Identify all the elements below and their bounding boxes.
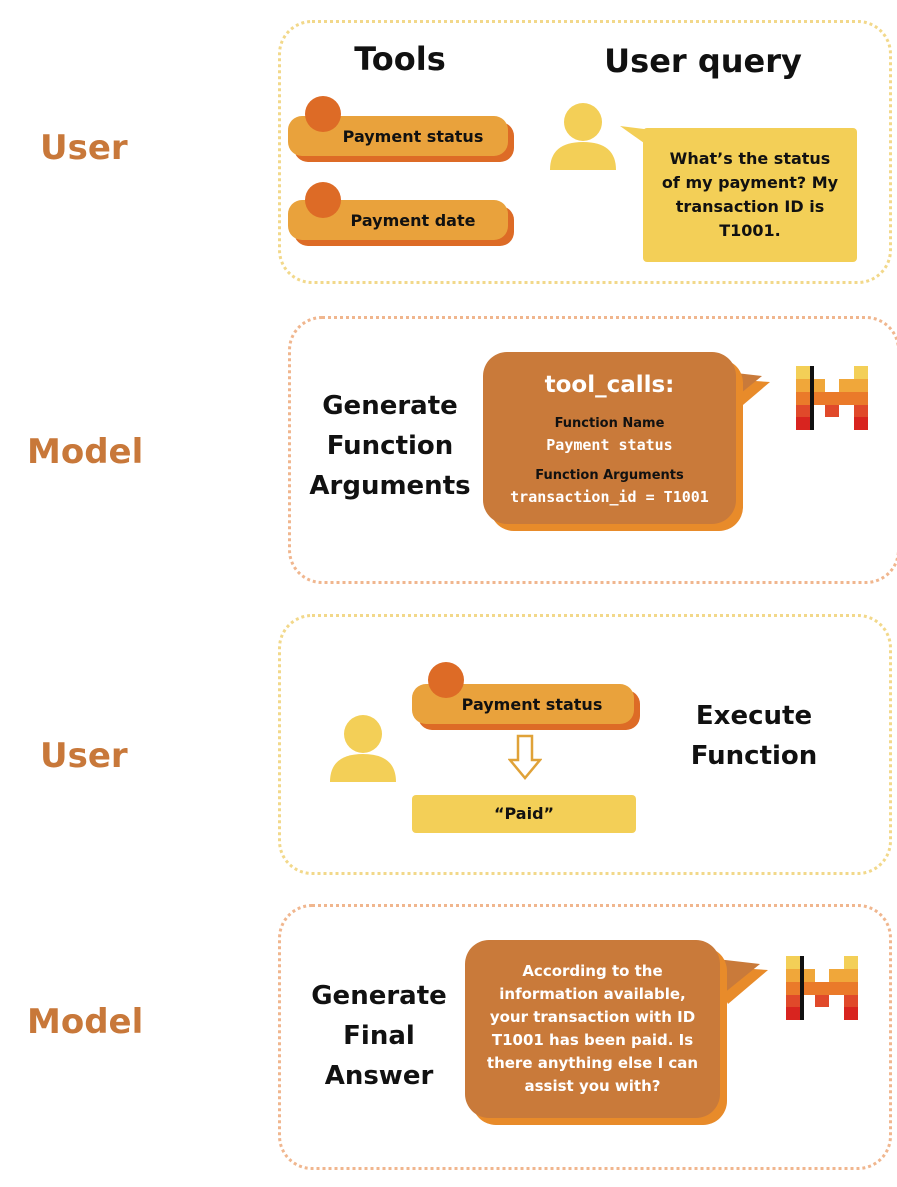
tool-label: Payment date <box>350 210 476 230</box>
speech-tail-icon <box>708 958 768 1004</box>
executed-tool-label: Payment status <box>461 694 603 714</box>
tool-calls-title: tool_calls: <box>544 372 675 398</box>
user-avatar-icon <box>330 715 396 782</box>
down-arrow-icon <box>508 734 542 780</box>
function-result: “Paid” <box>412 795 636 833</box>
mistral-logo-icon <box>786 956 858 1020</box>
tool-dot-icon <box>305 96 341 132</box>
panel-final-answer <box>278 904 892 1170</box>
tool-dot-icon <box>428 662 464 698</box>
role-label-user-1: User <box>40 128 128 168</box>
function-name-value: Payment status <box>546 436 673 454</box>
panel-execute-function <box>278 614 892 875</box>
role-label-model-2: Model <box>27 1002 144 1042</box>
step-label-final-answer: Generate Final Answer <box>311 981 447 1091</box>
final-answer-text: According to the information available, … <box>486 962 699 1095</box>
tools-heading: Tools <box>354 40 446 78</box>
function-arguments-value: transaction_id = T1001 <box>510 488 709 506</box>
function-name-label: Function Name <box>554 416 665 431</box>
step-label-execute: Execute Function <box>690 701 818 771</box>
mistral-logo-icon <box>796 366 868 430</box>
role-label-user-2: User <box>40 736 128 776</box>
role-label-model-1: Model <box>27 432 144 472</box>
user-query-bubble: What’s the status of my payment? My tran… <box>643 128 857 262</box>
tool-dot-icon <box>305 182 341 218</box>
tool-calls-bubble: tool_calls: Function Name Payment status… <box>483 352 736 524</box>
final-answer-bubble: According to the information available, … <box>465 940 720 1118</box>
function-result-text: “Paid” <box>493 804 555 823</box>
user-query-heading: User query <box>604 42 802 80</box>
user-avatar-icon <box>550 103 616 170</box>
tool-pill: Payment status <box>288 116 508 156</box>
step-label-generate-args: Generate Function Arguments <box>309 391 471 501</box>
user-query-text: What’s the status of my payment? My tran… <box>661 149 839 240</box>
panel-generate-args <box>288 316 897 584</box>
tool-label: Payment status <box>342 126 484 146</box>
function-arguments-label: Function Arguments <box>535 468 684 483</box>
panel-user-query <box>278 20 892 284</box>
